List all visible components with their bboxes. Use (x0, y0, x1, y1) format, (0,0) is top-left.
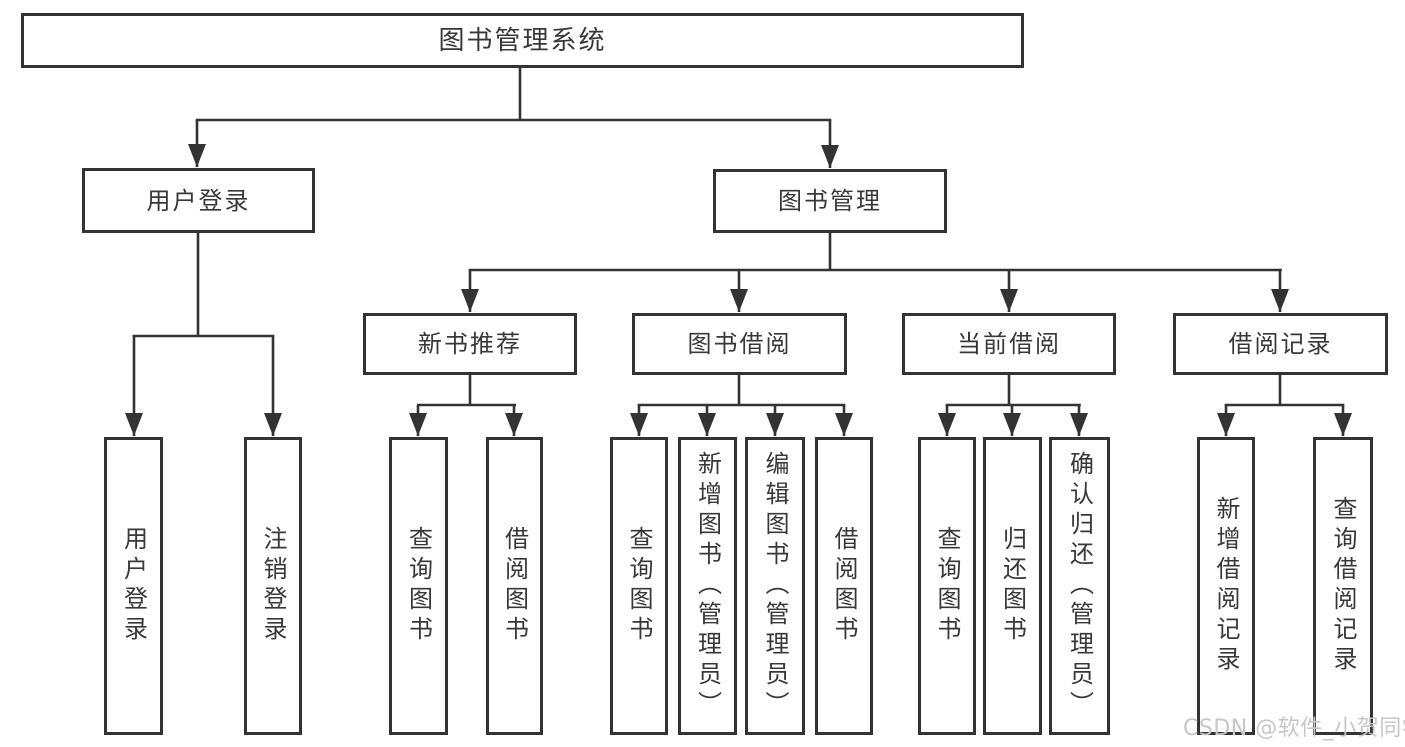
node-book-management-label: 图书管理 (778, 187, 882, 215)
node-current-borrowing: 当前借阅 (902, 313, 1116, 375)
node-root: 图书管理系统 (21, 13, 1024, 68)
leaf-borrow-book-borrowing-label: 借阅图书 (830, 526, 858, 646)
leaf-add-borrow-record: 新增借阅记录 (1197, 437, 1255, 735)
leaf-borrow-book-recommend-label: 借阅图书 (500, 526, 529, 646)
node-book-borrowing: 图书借阅 (632, 313, 847, 375)
leaf-add-book-admin-label: 新增图书（管理员） (693, 451, 722, 721)
leaf-query-book-recommend-label: 查询图书 (404, 526, 433, 646)
leaf-query-book-borrowing: 查询图书 (610, 437, 668, 735)
leaf-query-borrow-record: 查询借阅记录 (1313, 437, 1373, 735)
node-root-label: 图书管理系统 (438, 25, 607, 56)
leaf-return-book-label: 归还图书 (998, 526, 1027, 646)
leaf-edit-book-admin-label: 编辑图书（管理员） (761, 451, 789, 721)
leaf-logout-label: 注销登录 (259, 526, 287, 646)
leaf-query-book-current-label: 查询图书 (933, 526, 961, 646)
node-current-borrowing-label: 当前借阅 (957, 330, 1061, 358)
node-book-management: 图书管理 (713, 169, 947, 233)
leaf-logout: 注销登录 (244, 437, 302, 735)
leaf-query-borrow-record-label: 查询借阅记录 (1329, 496, 1357, 676)
node-new-book-recommendation-label: 新书推荐 (418, 330, 522, 358)
leaf-confirm-return-admin: 确认归还（管理员） (1049, 437, 1110, 735)
node-borrowing-record: 借阅记录 (1173, 313, 1388, 375)
leaf-query-book-current: 查询图书 (918, 437, 976, 735)
leaf-return-book: 归还图书 (983, 437, 1042, 735)
leaf-query-book-recommend: 查询图书 (389, 437, 448, 735)
node-book-borrowing-label: 图书借阅 (687, 330, 792, 358)
csdn-watermark: CSDN @软件_小贺同学 (1183, 716, 1405, 741)
leaf-user-login: 用户登录 (104, 437, 163, 735)
leaf-edit-book-admin: 编辑图书（管理员） (745, 437, 805, 735)
leaf-query-book-borrowing-label: 查询图书 (625, 526, 653, 646)
node-user-login: 用户登录 (82, 168, 315, 233)
node-user-login-label: 用户登录 (146, 186, 251, 215)
leaf-user-login-label: 用户登录 (119, 526, 148, 646)
leaf-add-book-admin: 新增图书（管理员） (678, 437, 737, 735)
leaf-confirm-return-admin-label: 确认归还（管理员） (1065, 451, 1094, 721)
leaf-add-borrow-record-label: 新增借阅记录 (1212, 496, 1240, 676)
leaf-borrow-book-recommend: 借阅图书 (486, 437, 543, 735)
leaf-borrow-book-borrowing: 借阅图书 (815, 437, 873, 735)
node-borrowing-record-label: 借阅记录 (1228, 330, 1333, 358)
node-new-book-recommendation: 新书推荐 (363, 313, 577, 375)
